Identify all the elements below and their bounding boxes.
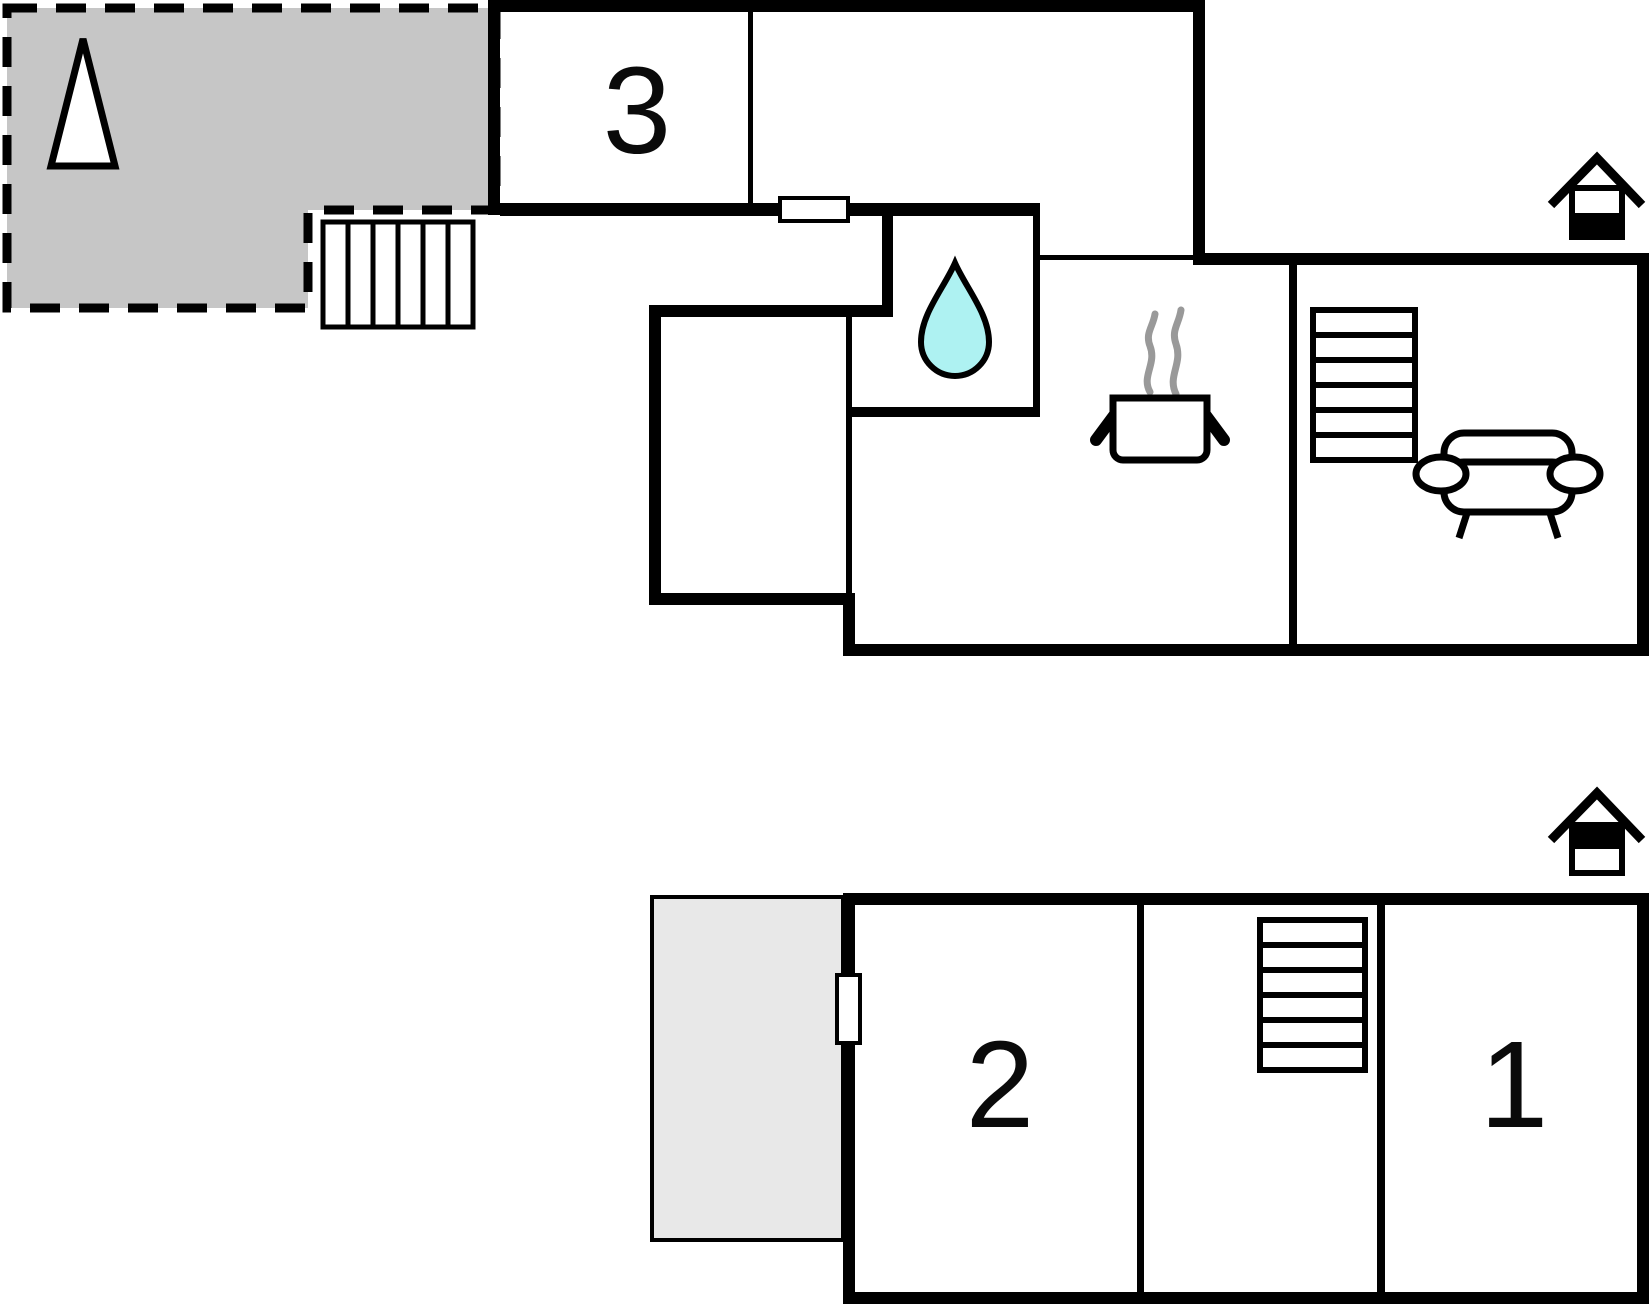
wall-hall-left (649, 305, 661, 605)
wall-living-top (1193, 253, 1649, 265)
wall-midroom-right (1193, 0, 1205, 257)
wall-kitchen-living-divider (1289, 257, 1297, 650)
upper-stairs-icon (1257, 917, 1368, 1073)
wall-ground-bottom (843, 644, 1649, 656)
terrace-stairs-icon (320, 219, 476, 330)
annex-area (650, 895, 845, 1242)
wall-bedroom1-divider (1377, 905, 1385, 1292)
wall-upper-bottom (843, 1292, 1649, 1304)
steam-icon (1143, 310, 1159, 396)
steam-icon (1169, 306, 1185, 398)
wall-hall-bottom (649, 593, 855, 605)
wall-living-right (1637, 253, 1649, 656)
door-upper-floor (835, 973, 862, 1045)
wall-room-divider (748, 12, 753, 203)
wall-hall-top (649, 305, 893, 317)
wall-bathroom-right-thin (1033, 215, 1040, 412)
house-level-ground-icon (1547, 151, 1646, 240)
terrace (2, 3, 501, 313)
room-label-bedroom2: 2 (966, 1017, 1034, 1154)
wall-bedroom2-divider (1137, 905, 1144, 1292)
wall-kitchen-left (843, 593, 855, 656)
wall-upper-left (843, 893, 855, 1304)
wall-below-bedroom3 (500, 203, 1040, 216)
living-room-stairs-icon (1310, 307, 1418, 463)
wall-hall-right-thin (846, 317, 852, 593)
house-level-upper-icon (1547, 786, 1646, 876)
ground-floor-walls (488, 0, 1649, 656)
wall-bathroom-left (882, 203, 893, 317)
sofa-icon (1412, 429, 1604, 540)
door-bedroom3 (778, 196, 850, 223)
wall-upper-right (1637, 893, 1649, 1304)
wall-bathroom-bottom (850, 407, 1040, 417)
room-label-bedroom3: 3 (603, 43, 671, 180)
room-label-bedroom1: 1 (1480, 1017, 1548, 1154)
cooking-pot-icon (1090, 306, 1230, 464)
wall-top (488, 0, 1205, 12)
wall-left (488, 0, 500, 215)
terrace-area (2, 3, 501, 313)
water-drop-icon (917, 255, 993, 379)
north-arrow-icon (46, 38, 120, 170)
wall-kitchen-top-thin (1040, 255, 1193, 260)
wall-upper-top (843, 893, 1649, 905)
